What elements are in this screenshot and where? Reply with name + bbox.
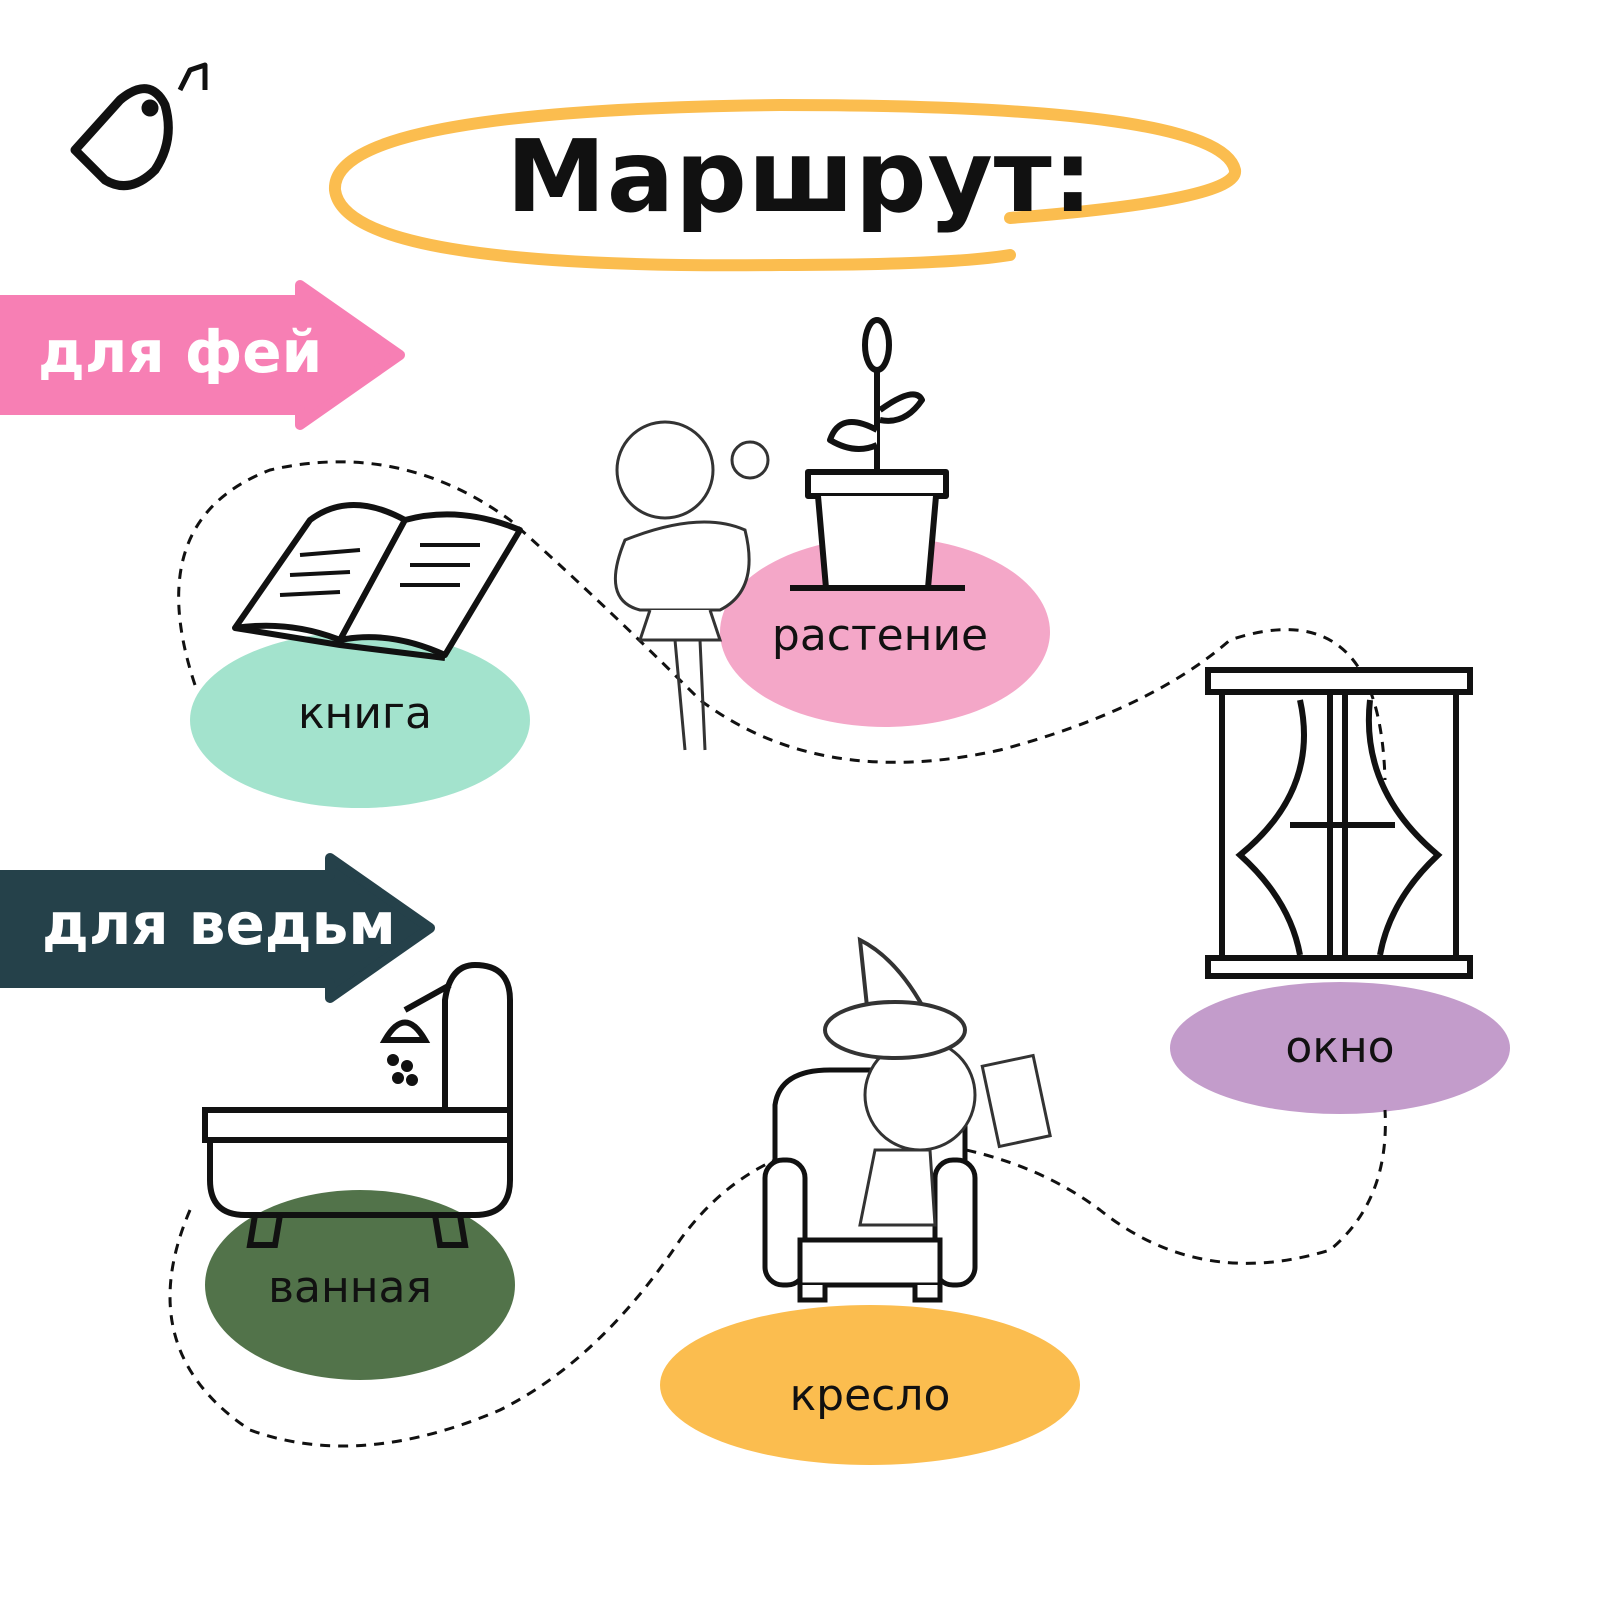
place-label-plant: растение xyxy=(771,610,989,661)
plant-icon xyxy=(790,317,965,591)
fairy-girl-illustration xyxy=(613,420,770,751)
window-icon xyxy=(1205,667,1473,979)
book-icon xyxy=(232,502,523,661)
armchair-blob xyxy=(660,1305,1080,1465)
place-label-bathroom: ванная xyxy=(268,1262,432,1313)
bird-logo-icon xyxy=(70,62,208,191)
witch-girl-illustration xyxy=(823,936,1052,1227)
place-label-book: книга xyxy=(297,688,433,739)
route-label-witches: для ведьм xyxy=(42,890,396,958)
place-label-window: окно xyxy=(1285,1022,1395,1073)
bathtub-icon xyxy=(202,961,513,1248)
title-highlight-ellipse xyxy=(329,98,1241,272)
book-blob xyxy=(190,632,530,808)
fairy-route-path xyxy=(177,460,1387,781)
witch-route-arrow xyxy=(0,853,435,1003)
fairy-route-arrow xyxy=(0,280,405,430)
place-label-armchair: кресло xyxy=(789,1370,951,1421)
window-blob xyxy=(1170,982,1510,1114)
witch-route-path xyxy=(168,1109,1387,1448)
route-label-fairies: для фей xyxy=(38,318,323,386)
plant-blob xyxy=(720,537,1050,727)
page-title: Маршрут: xyxy=(506,118,1094,235)
